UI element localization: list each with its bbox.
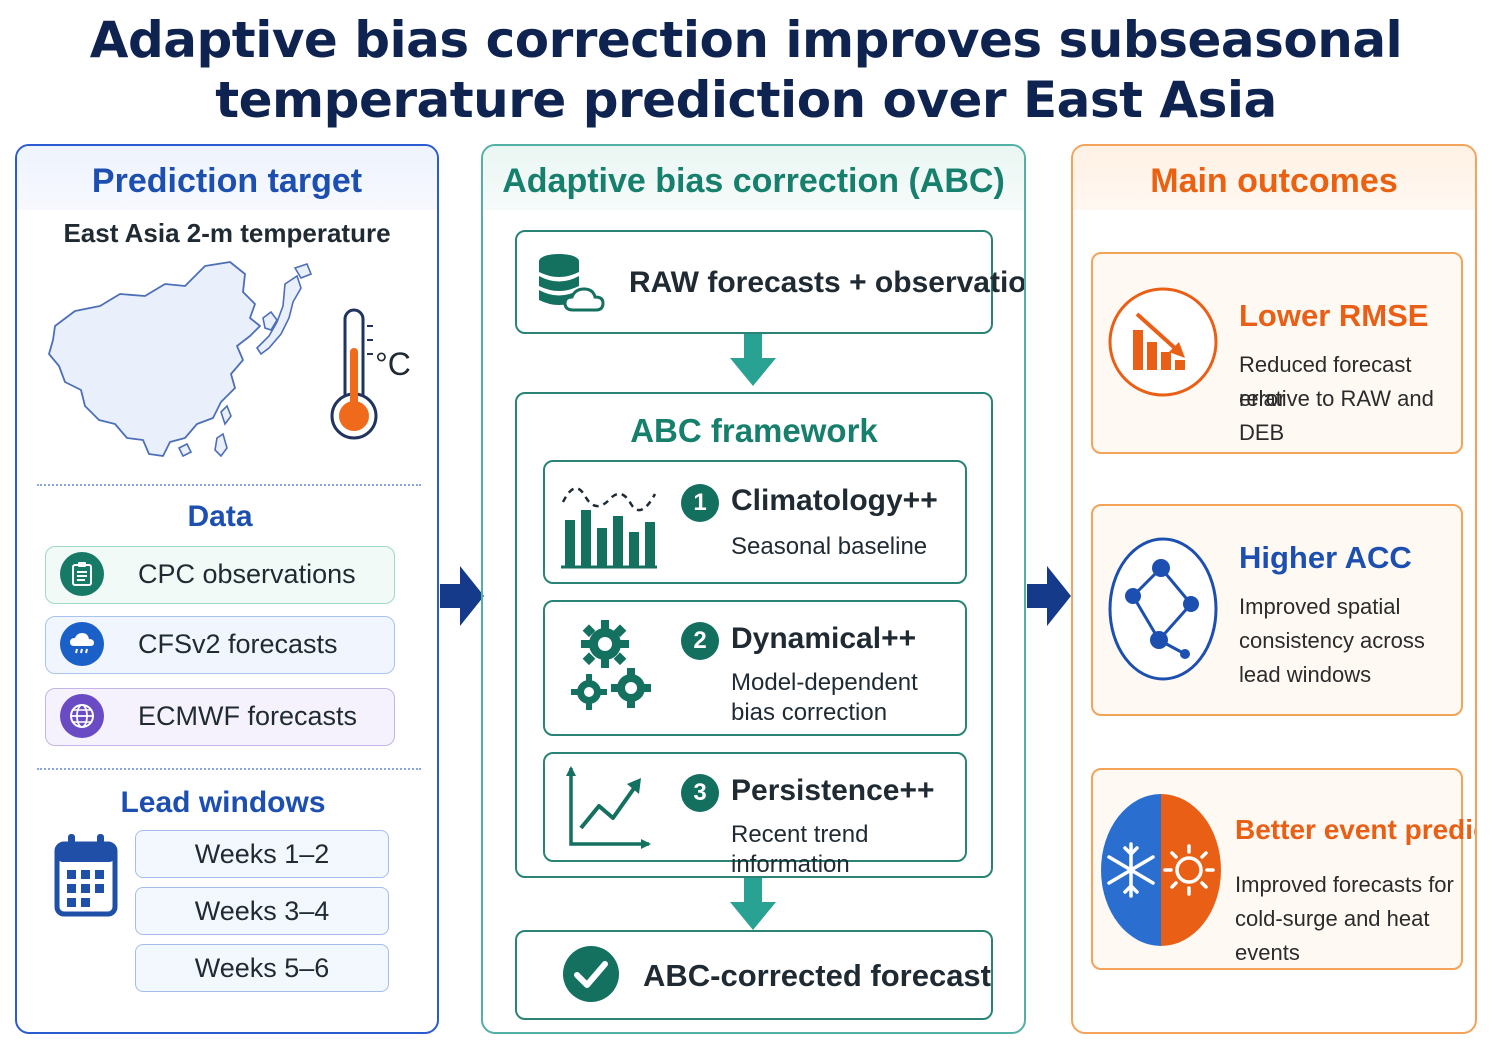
outcome-title: Better event prediction [1235, 814, 1475, 845]
main-outcomes-panel: Main outcomes Lower RMSE Reduced forecas… [1071, 144, 1477, 1034]
cloud-rain-icon [60, 622, 104, 666]
lead-window-1: Weeks 1–2 [135, 830, 389, 878]
bar-chart-trend-icon [561, 487, 657, 569]
outcome-desc: lead windows [1239, 662, 1372, 687]
thermometer-icon [330, 308, 378, 440]
globe-icon [60, 694, 104, 738]
data-item-label: ECMWF forecasts [138, 701, 358, 731]
network-nodes-icon [1108, 537, 1218, 681]
divider [37, 484, 421, 486]
check-circle-icon [563, 946, 619, 1002]
gears-icon [571, 620, 651, 710]
data-item-label: CFSv2 forecasts [138, 629, 338, 659]
data-header: Data [187, 500, 253, 533]
temperature-unit: °C [375, 346, 411, 382]
database-cloud-icon [539, 254, 605, 312]
step-dynamical: 2 Dynamical++ Model-dependent bias corre… [543, 600, 967, 736]
outcome-lower-rmse: Lower RMSE Reduced forecast error relati… [1091, 252, 1463, 454]
outcome-desc: Improved spatial [1239, 594, 1401, 619]
calendar-icon [54, 834, 118, 917]
outcome-desc: cold-surge and heat events [1235, 906, 1430, 965]
step-title: Persistence++ [731, 774, 935, 807]
main-outcomes-header: Main outcomes [1073, 146, 1475, 210]
input-box: RAW forecasts + observations [515, 230, 1024, 334]
divider [37, 768, 421, 770]
outcome-desc: Reduced forecast error [1239, 352, 1412, 411]
prediction-target-panel: Prediction target East Asia 2-m temperat… [15, 144, 439, 1034]
data-item-ecmwf: ECMWF forecasts [45, 688, 395, 746]
abc-panel: Adaptive bias correction (ABC) RAW forec… [481, 144, 1026, 1034]
step-desc: Model-dependent [731, 669, 918, 696]
trend-up-icon [566, 766, 651, 849]
arrow-right-icon [1027, 566, 1071, 626]
input-label: RAW forecasts + observations [629, 266, 1026, 299]
data-item-cpc: CPC observations [45, 546, 395, 604]
output-label: ABC-corrected forecast [643, 958, 991, 993]
output-box: ABC-corrected forecast [515, 930, 993, 1020]
abc-framework-box: ABC framework 1 Climatology++ Seasonal b… [515, 392, 993, 878]
step-number: 1 [681, 484, 719, 522]
step-title: Climatology++ [731, 484, 938, 517]
data-item-label: CPC observations [138, 559, 356, 589]
step-number: 2 [681, 622, 719, 660]
step-number: 3 [681, 774, 719, 812]
outcome-higher-acc: Higher ACC Improved spatial consistency … [1091, 504, 1463, 716]
snow-sun-icon [1101, 794, 1221, 946]
outcome-title: Higher ACC [1239, 540, 1412, 575]
step-title: Dynamical++ [731, 622, 917, 655]
outcome-desc: Improved forecasts for [1235, 872, 1454, 897]
lead-windows-header: Lead windows [120, 786, 326, 819]
outcome-desc: consistency across [1239, 628, 1425, 653]
page-title-line1: Adaptive bias correction improves subsea… [89, 11, 1403, 69]
step-desc: Recent trend information [731, 821, 869, 878]
lead-window-3: Weeks 5–6 [135, 944, 389, 992]
east-asia-map-icon [48, 261, 313, 458]
outcome-desc: relative to RAW and DEB [1239, 386, 1434, 445]
decreasing-bars-icon [1108, 287, 1218, 397]
prediction-target-header: Prediction target [17, 146, 437, 210]
step-persistence: 3 Persistence++ Recent trend information [543, 752, 967, 878]
step-desc: Seasonal baseline [731, 533, 928, 560]
arrow-down-icon [730, 878, 776, 930]
lead-window-2: Weeks 3–4 [135, 887, 389, 935]
page-title-line2: temperature prediction over East Asia [215, 71, 1277, 129]
target-label: East Asia 2-m temperature [63, 218, 391, 248]
arrow-right-icon [440, 566, 484, 626]
clipboard-icon [60, 552, 104, 596]
outcome-event-prediction: Better event prediction Improved forecas… [1091, 768, 1475, 970]
framework-title: ABC framework [630, 412, 878, 449]
arrow-down-icon [730, 334, 776, 386]
step-desc: bias correction [731, 699, 888, 726]
data-item-cfsv2: CFSv2 forecasts [45, 616, 395, 674]
outcome-title: Lower RMSE [1239, 298, 1429, 333]
abc-header: Adaptive bias correction (ABC) [483, 146, 1024, 210]
step-climatology: 1 Climatology++ Seasonal baseline [543, 460, 967, 584]
